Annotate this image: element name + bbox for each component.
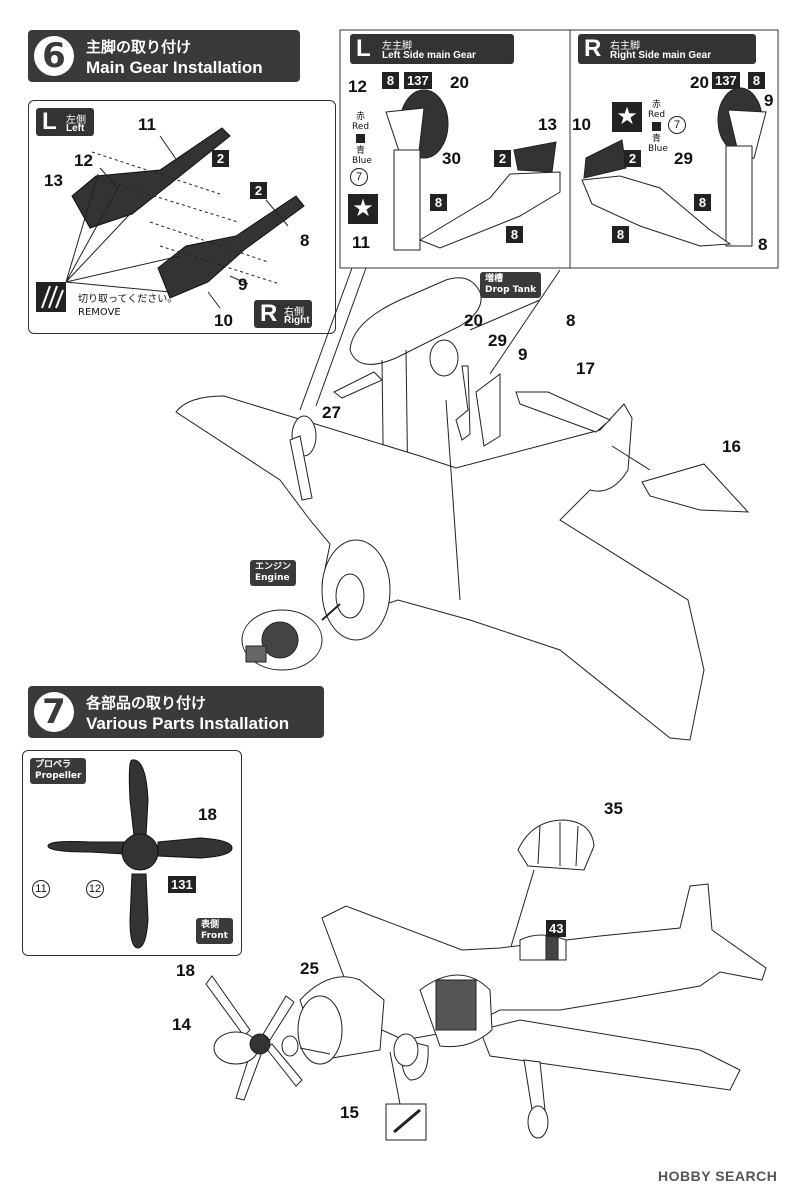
rg-badge-8b: 8 <box>694 194 711 211</box>
part-11: 11 <box>138 115 156 134</box>
s7-badge-43: 43 <box>546 920 567 937</box>
rg-badge-137: 137 <box>712 72 740 89</box>
lg-badge-8c: 8 <box>506 226 523 243</box>
remove-jp: 切り取ってください。 <box>78 294 178 305</box>
lg-badge-8: 8 <box>382 72 399 89</box>
engine-tag: エンジン Engine <box>250 560 297 586</box>
rg-part-8: 8 <box>758 235 768 254</box>
lg-red-jp: 赤 <box>356 112 366 122</box>
rg-circle-7: 7 <box>668 116 686 134</box>
s7-part-35: 35 <box>604 799 623 818</box>
part-9: 9 <box>238 275 248 294</box>
rg-badge-8c: 8 <box>612 226 629 243</box>
lg-blue-jp: 青 <box>356 146 366 156</box>
badge-2b: 2 <box>250 182 267 199</box>
lg-badge-137: 137 <box>404 72 432 89</box>
front-tag: 表側 Front <box>196 918 233 944</box>
lg-red-en: Red <box>352 122 370 132</box>
s6-part-8: 8 <box>566 311 576 330</box>
rg-part-29: 29 <box>674 149 693 168</box>
step-title-en: Main Gear Installation <box>86 58 263 77</box>
rg-part-9: 9 <box>764 91 774 110</box>
rg-blue-jp: 青 <box>652 134 662 144</box>
propeller-tag: プロペラ Propeller <box>30 758 87 784</box>
step-7-header: 7 各部品の取り付け Various Parts Installation <box>28 686 324 738</box>
badge-2: 2 <box>212 150 229 167</box>
s6-part-16: 16 <box>722 437 741 456</box>
rg-star-icon: ★ <box>612 102 642 132</box>
lg-part-11: 11 <box>352 233 370 252</box>
lg-red-swatch <box>356 134 365 143</box>
lg-part-13: 13 <box>538 115 557 134</box>
left-gear-tag: L 左主脚 Left Side main Gear <box>350 34 514 64</box>
part-10: 10 <box>214 311 233 330</box>
rg-red-swatch <box>652 122 661 131</box>
prop-part-18: 18 <box>198 805 217 824</box>
prop-circle-12: 12 <box>86 880 104 898</box>
lg-part-12: 12 <box>348 77 367 96</box>
rg-badge-8: 8 <box>748 72 765 89</box>
remove-en: REMOVE <box>78 307 121 318</box>
lg-part-20: 20 <box>450 73 469 92</box>
s6-part-20: 20 <box>464 311 483 330</box>
remove-icon <box>36 282 66 312</box>
step-6-header: 6 主脚の取り付け Main Gear Installation <box>28 30 300 82</box>
s7-part-15: 15 <box>340 1103 359 1122</box>
lg-badge-2: 2 <box>494 150 511 167</box>
left-tag: L 左側 Left <box>36 108 94 136</box>
right-gear-tag: R 右主脚 Right Side main Gear <box>578 34 756 64</box>
part-12: 12 <box>74 151 93 170</box>
s6-part-27: 27 <box>322 403 341 422</box>
lg-circle-7: 7 <box>350 168 368 186</box>
rg-part-20: 20 <box>690 73 709 92</box>
rg-blue-en: Blue <box>648 144 668 154</box>
lg-blue-en: Blue <box>352 156 372 166</box>
s7-part-18: 18 <box>176 961 195 980</box>
s6-part-29: 29 <box>488 331 507 350</box>
drop-tank-tag: 増槽 Drop Tank <box>480 272 542 298</box>
part-13: 13 <box>44 171 63 190</box>
s7-part-14: 14 <box>172 1015 191 1034</box>
watermark: HOBBY SEARCH <box>658 1168 778 1184</box>
step-title-en: Various Parts Installation <box>86 714 290 733</box>
step-title-jp: 各部品の取り付け <box>86 694 207 712</box>
lg-badge-8b: 8 <box>430 194 447 211</box>
s6-part-17: 17 <box>576 359 595 378</box>
lg-part-30: 30 <box>442 149 461 168</box>
step-number: 6 <box>34 36 74 76</box>
rg-red-en: Red <box>648 110 666 120</box>
step-number: 7 <box>34 692 74 732</box>
rg-badge-2: 2 <box>624 150 641 167</box>
part-8: 8 <box>300 231 310 250</box>
rg-part-10: 10 <box>572 115 591 134</box>
lg-star-icon: ★ <box>348 194 378 224</box>
prop-badge-131: 131 <box>168 876 196 893</box>
right-tag: R 右側 Right <box>254 300 312 328</box>
s6-part-9: 9 <box>518 345 528 364</box>
step-title-jp: 主脚の取り付け <box>86 38 192 56</box>
s7-part-25: 25 <box>300 959 319 978</box>
prop-circle-11: 11 <box>32 880 50 898</box>
rg-red-jp: 赤 <box>652 100 662 110</box>
